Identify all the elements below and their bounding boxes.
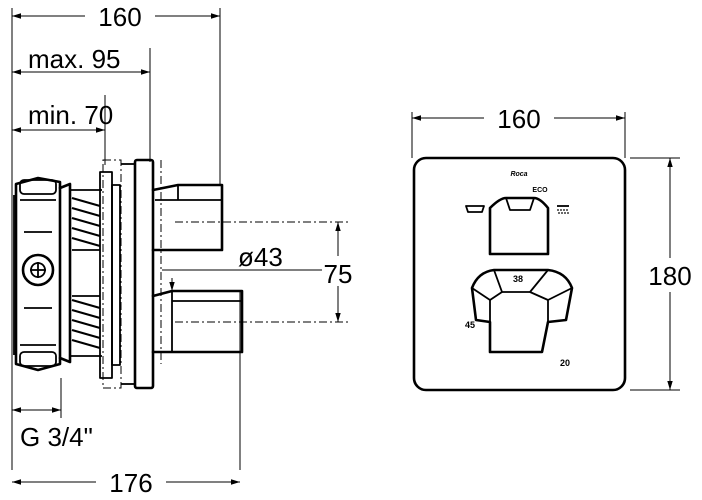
- dim-bottom-label: 176: [109, 468, 152, 498]
- brand-label: Roca: [510, 171, 527, 178]
- mounting-box: [13, 176, 62, 372]
- wall-plate: [121, 158, 155, 390]
- dim-180: 180: [640, 158, 698, 390]
- dim-thread-label: G 3/4": [20, 422, 93, 452]
- dim-diameter-43: ø43: [162, 242, 340, 291]
- eco-label: ECO: [532, 187, 548, 194]
- temp-38-label: 38: [513, 274, 523, 284]
- dim-160-front: 160: [412, 102, 625, 134]
- dim-overall-label: 160: [98, 2, 141, 32]
- cover-plate: [412, 156, 627, 392]
- valve-port-icon: [21, 253, 55, 287]
- bath-icon: [465, 205, 485, 213]
- dim-spacing-75: 75: [322, 222, 354, 322]
- extension-frame: [99, 159, 122, 389]
- dim-spacing-label: 75: [324, 259, 353, 289]
- temp-45-label: 45: [465, 320, 475, 330]
- lower-cartridge: [151, 289, 244, 354]
- dim-min-label: min. 70: [28, 100, 113, 130]
- dim-176: 176: [12, 468, 240, 498]
- upper-cartridge: [151, 183, 224, 252]
- threaded-section: [58, 182, 102, 364]
- shower-icon: [557, 205, 569, 214]
- dim-thread: G 3/4": [12, 407, 93, 452]
- dim-max-label: max. 95: [28, 44, 121, 74]
- dim-width-label: 160: [497, 104, 540, 134]
- side-view: 160 max. 95 min. 70: [11, 2, 354, 498]
- dim-160-side: 160: [12, 2, 220, 32]
- temp-20-label: 20: [560, 358, 570, 368]
- dim-min-70: min. 70: [12, 100, 113, 133]
- dim-height-label: 180: [648, 261, 691, 291]
- front-view: 160 180 Roca ECO: [411, 102, 698, 392]
- dim-diameter-label: ø43: [238, 242, 283, 272]
- dim-max-95: max. 95: [12, 44, 150, 75]
- thermostat-handle: [470, 268, 574, 354]
- diverter-handle: [488, 196, 550, 256]
